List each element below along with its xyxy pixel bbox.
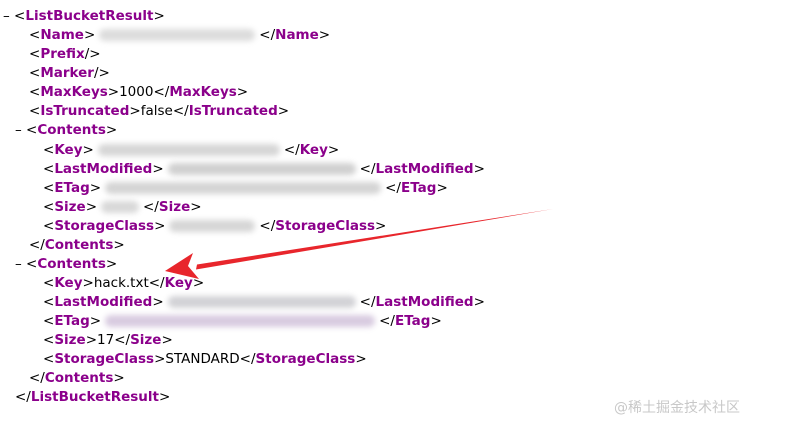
tag-name: Contents	[37, 122, 106, 138]
tag-name: Contents	[44, 370, 114, 386]
tag-name: ListBucketResult	[30, 389, 159, 405]
xml-size-element: <Size>17</Size>	[43, 332, 173, 348]
collapse-toggle[interactable]: –	[15, 256, 22, 272]
watermark-text: @稀土掘金技术社区	[614, 400, 740, 416]
xml-contents-close: </Contents>	[29, 370, 125, 386]
redacted-value	[97, 144, 280, 156]
tag-name: LastModified	[54, 161, 153, 177]
tag-name: ListBucketResult	[25, 8, 154, 24]
element-value: 17	[97, 332, 115, 348]
element-value: STANDARD	[165, 351, 240, 367]
redacted-value	[99, 29, 256, 41]
xml-etag-element: <ETag></ETag>	[43, 180, 448, 196]
xml-storageclass-element: <StorageClass>STANDARD</StorageClass>	[43, 351, 367, 367]
tag-name: Name	[275, 27, 319, 43]
xml-etag-element: <ETag></ETag>	[43, 313, 442, 329]
tag-name: Prefix	[40, 46, 85, 62]
xml-lastmodified-element: <LastModified></LastModified>	[43, 294, 485, 310]
tag-name: IsTruncated	[40, 103, 130, 119]
tag-name: Key	[164, 275, 193, 291]
tag-name: MaxKeys	[169, 84, 237, 100]
xml-contents-open: – <Contents>	[15, 256, 118, 272]
tag-name: Contents	[37, 256, 106, 272]
tag-name: ETag	[394, 313, 431, 329]
xml-maxkeys-element: <MaxKeys>1000</MaxKeys>	[29, 84, 249, 100]
xml-contents-close: </Contents>	[29, 237, 125, 253]
collapse-toggle[interactable]: –	[15, 122, 22, 138]
xml-marker-element: <Marker/>	[29, 65, 110, 81]
tag-name: IsTruncated	[188, 103, 278, 119]
xml-prefix-element: <Prefix/>	[29, 46, 101, 62]
tag-name: Size	[54, 332, 86, 348]
tag-name: StorageClass	[275, 218, 376, 234]
element-value: false	[140, 103, 173, 119]
tag-name: Size	[158, 199, 191, 215]
element-value: hack.txt	[93, 275, 149, 291]
tag-name: ETag	[54, 313, 90, 329]
tag-name: Marker	[40, 65, 94, 81]
xml-storageclass-element: <StorageClass></StorageClass>	[43, 218, 387, 234]
tag-name: LastModified	[375, 161, 474, 177]
tag-name: StorageClass	[54, 218, 155, 234]
tag-name: Contents	[44, 237, 114, 253]
xml-key-element: <Key>hack.txt</Key>	[43, 275, 205, 291]
redacted-value	[167, 296, 356, 308]
xml-key-element: <Key></Key>	[43, 142, 340, 158]
tag-name: Name	[40, 27, 84, 43]
collapse-toggle[interactable]: –	[3, 8, 10, 24]
redacted-value	[169, 220, 256, 232]
tag-name: Key	[54, 275, 83, 291]
tag-name: StorageClass	[54, 351, 155, 367]
redacted-value	[105, 315, 376, 327]
element-value: 1000	[119, 84, 154, 100]
tag-name: LastModified	[375, 294, 474, 310]
redacted-value	[167, 163, 356, 175]
tag-name: Key	[54, 142, 83, 158]
redacted-value	[105, 182, 382, 194]
redacted-value	[101, 201, 139, 213]
xml-root-open: – <ListBucketResult>	[3, 8, 165, 24]
tag-name: ETag	[400, 180, 437, 196]
xml-name-element: <Name></Name>	[29, 27, 331, 43]
tag-name: StorageClass	[255, 351, 356, 367]
tag-name: LastModified	[54, 294, 153, 310]
xml-size-element: <Size></Size>	[43, 199, 202, 215]
tag-name: Key	[299, 142, 328, 158]
tag-name: MaxKeys	[40, 84, 108, 100]
tag-name: Size	[130, 332, 162, 348]
xml-istruncated-element: <IsTruncated>false</IsTruncated>	[29, 103, 290, 119]
xml-root-close: </ListBucketResult>	[15, 389, 171, 405]
tag-name: Size	[54, 199, 86, 215]
watermark: @稀土掘金技术社区	[614, 397, 740, 417]
tag-name: ETag	[54, 180, 90, 196]
xml-contents-open: – <Contents>	[15, 122, 118, 138]
xml-lastmodified-element: <LastModified></LastModified>	[43, 161, 485, 177]
